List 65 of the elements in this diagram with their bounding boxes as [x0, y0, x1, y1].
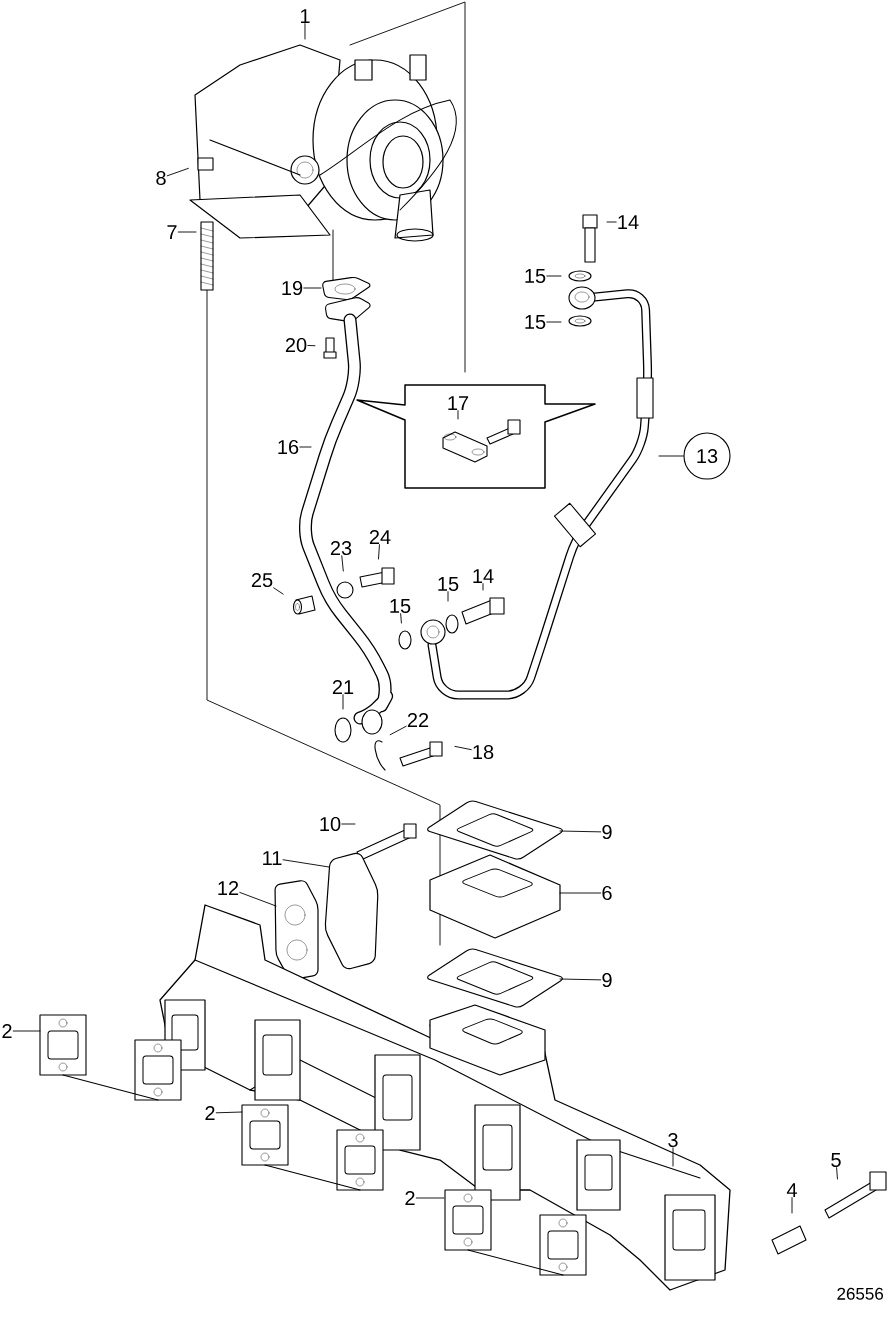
leader-line [559, 978, 602, 981]
callout-number: 1 [300, 9, 310, 23]
callout-number: 9 [602, 972, 612, 988]
leader-line [303, 287, 322, 289]
callout-number: 12 [218, 881, 239, 895]
leader-line [791, 1197, 793, 1214]
callout-number: 15 [525, 315, 546, 329]
leader-line [341, 823, 356, 825]
leader-line [166, 167, 189, 177]
callout-number: 14 [473, 569, 494, 583]
leader-line [177, 231, 197, 233]
leader-line [836, 1167, 838, 1180]
leader-line [415, 1197, 445, 1199]
callout-number: 4 [786, 1183, 797, 1197]
callout-number: 23 [330, 540, 352, 556]
leader-line [546, 275, 562, 277]
callout-number: 8 [156, 170, 166, 186]
leader-line [482, 583, 484, 591]
leader-line [299, 446, 312, 448]
leader-line [400, 613, 402, 624]
leader-line [457, 410, 459, 420]
leader-line [341, 555, 344, 572]
leader-line [658, 455, 684, 457]
callout-number: 22 [407, 713, 429, 727]
callout-number: 6 [602, 885, 612, 901]
callout-number: 18 [473, 744, 494, 760]
callout-number: 20 [285, 337, 307, 353]
callout-number: 16 [278, 439, 299, 455]
callout-number: 2 [2, 1024, 12, 1038]
leader-line [447, 591, 449, 602]
callout-number: 15 [438, 577, 459, 591]
leader-line [239, 892, 277, 907]
drawing-number: 26556 [837, 1287, 884, 1300]
inset-box [356, 384, 596, 489]
leader-line [559, 830, 602, 833]
callout-number: 15 [525, 269, 546, 283]
leader-line [215, 1111, 243, 1114]
callout-number: 21 [332, 680, 354, 694]
leader-line [546, 321, 562, 323]
callout-number: 7 [167, 225, 177, 239]
leader-line [342, 694, 344, 710]
callout-number: 14 [618, 215, 639, 229]
leader-line [378, 544, 380, 560]
callout-number: 17 [448, 396, 469, 410]
callout-number: 5 [831, 1153, 841, 1167]
callout-number: 25 [251, 572, 273, 588]
leader-line [672, 1147, 674, 1167]
callout-number: 2 [405, 1191, 415, 1205]
leader-line [282, 859, 330, 868]
leader-line [12, 1030, 41, 1032]
callout-number: 3 [668, 1132, 678, 1148]
leader-line [273, 587, 284, 595]
callout-number: 10 [320, 816, 341, 832]
callout-number: 24 [369, 530, 391, 544]
callout-number: 15 [390, 599, 411, 613]
callout-number: 2 [205, 1106, 215, 1120]
leader-line [304, 23, 306, 40]
leader-line [307, 345, 316, 347]
leader-line [606, 221, 617, 223]
leader-line [389, 725, 407, 736]
callout-number: 9 [602, 824, 612, 840]
leader-line [454, 745, 472, 751]
callout-number: 19 [282, 280, 303, 296]
callout-number: 11 [263, 851, 282, 865]
leader-line [559, 892, 602, 894]
